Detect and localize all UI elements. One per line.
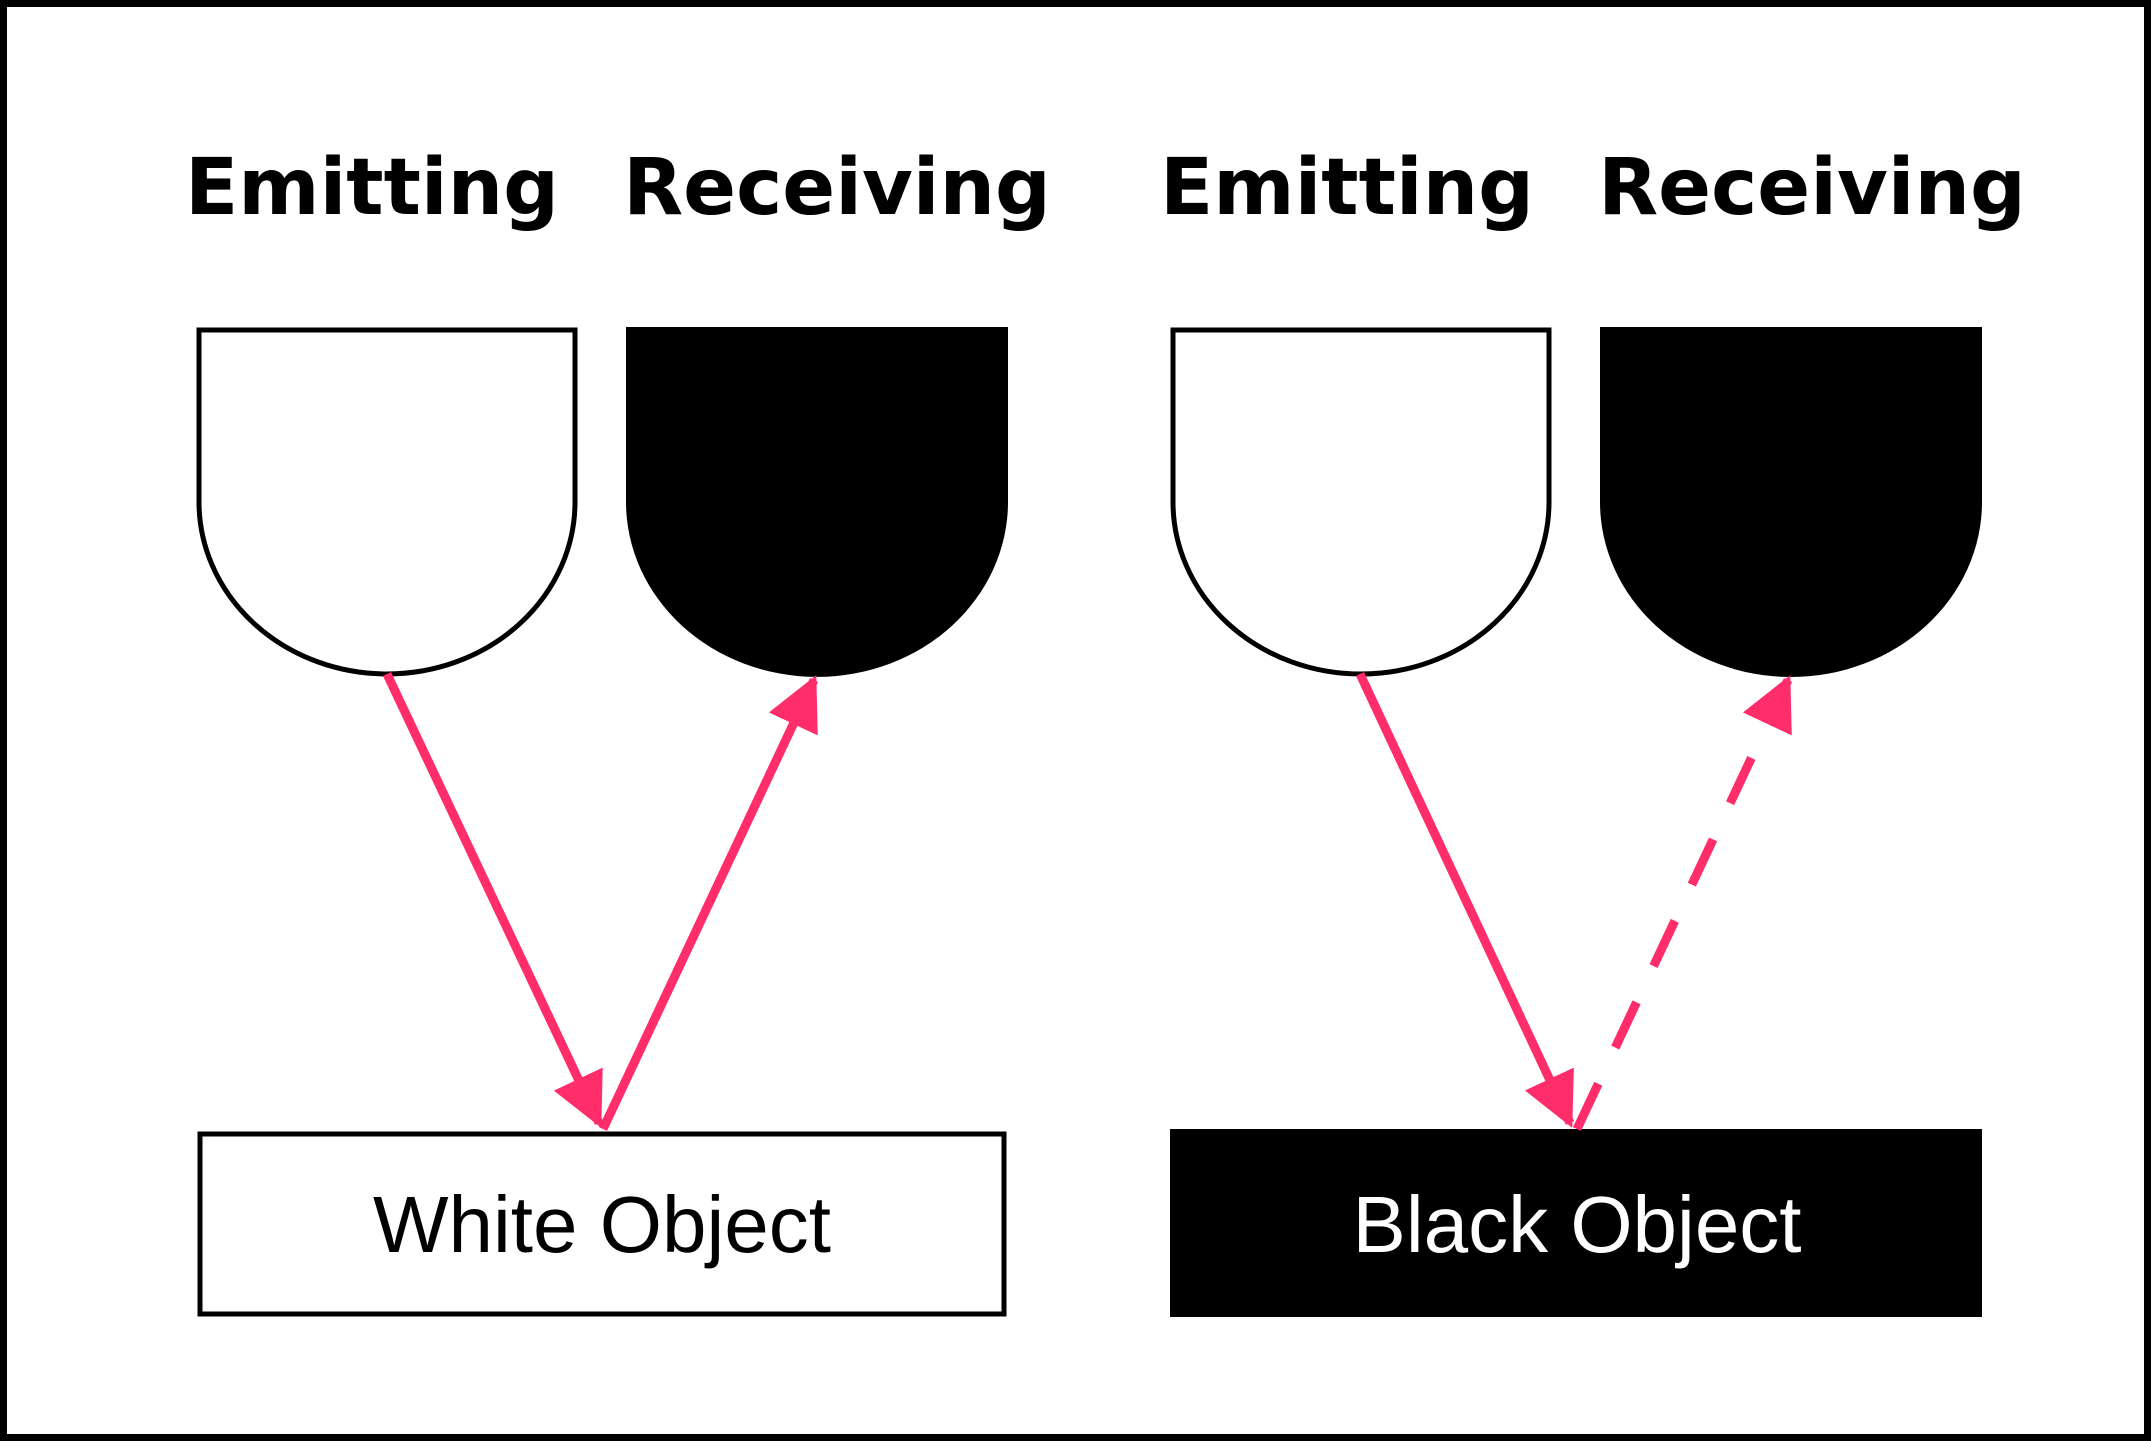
left-emitting-shape (196, 327, 578, 677)
right-receiving-heading: Receiving (1598, 143, 2026, 233)
left-emitting-heading: Emitting (185, 143, 559, 233)
left-receiving-heading: Receiving (623, 143, 1051, 233)
right-weak-reflect-arrow (1572, 675, 1793, 1131)
left-receiving-shape (626, 327, 1008, 677)
right-emitting-shape (1170, 327, 1552, 677)
white-object-box (197, 1131, 1007, 1317)
right-emitting-heading: Emitting (1160, 143, 1534, 233)
white-object-label: White Object (373, 1180, 831, 1269)
black-object-box (1170, 1129, 1982, 1317)
left-reflect-arrow (598, 675, 819, 1131)
left-emit-arrow (382, 672, 604, 1128)
right-receiving-shape (1600, 327, 1982, 677)
emitting-receiving-diagram: Emitting Receiving Emitting Receiving Wh… (185, 143, 2026, 1317)
right-emit-arrow (1355, 672, 1575, 1128)
black-object-label: Black Object (1352, 1180, 1801, 1269)
